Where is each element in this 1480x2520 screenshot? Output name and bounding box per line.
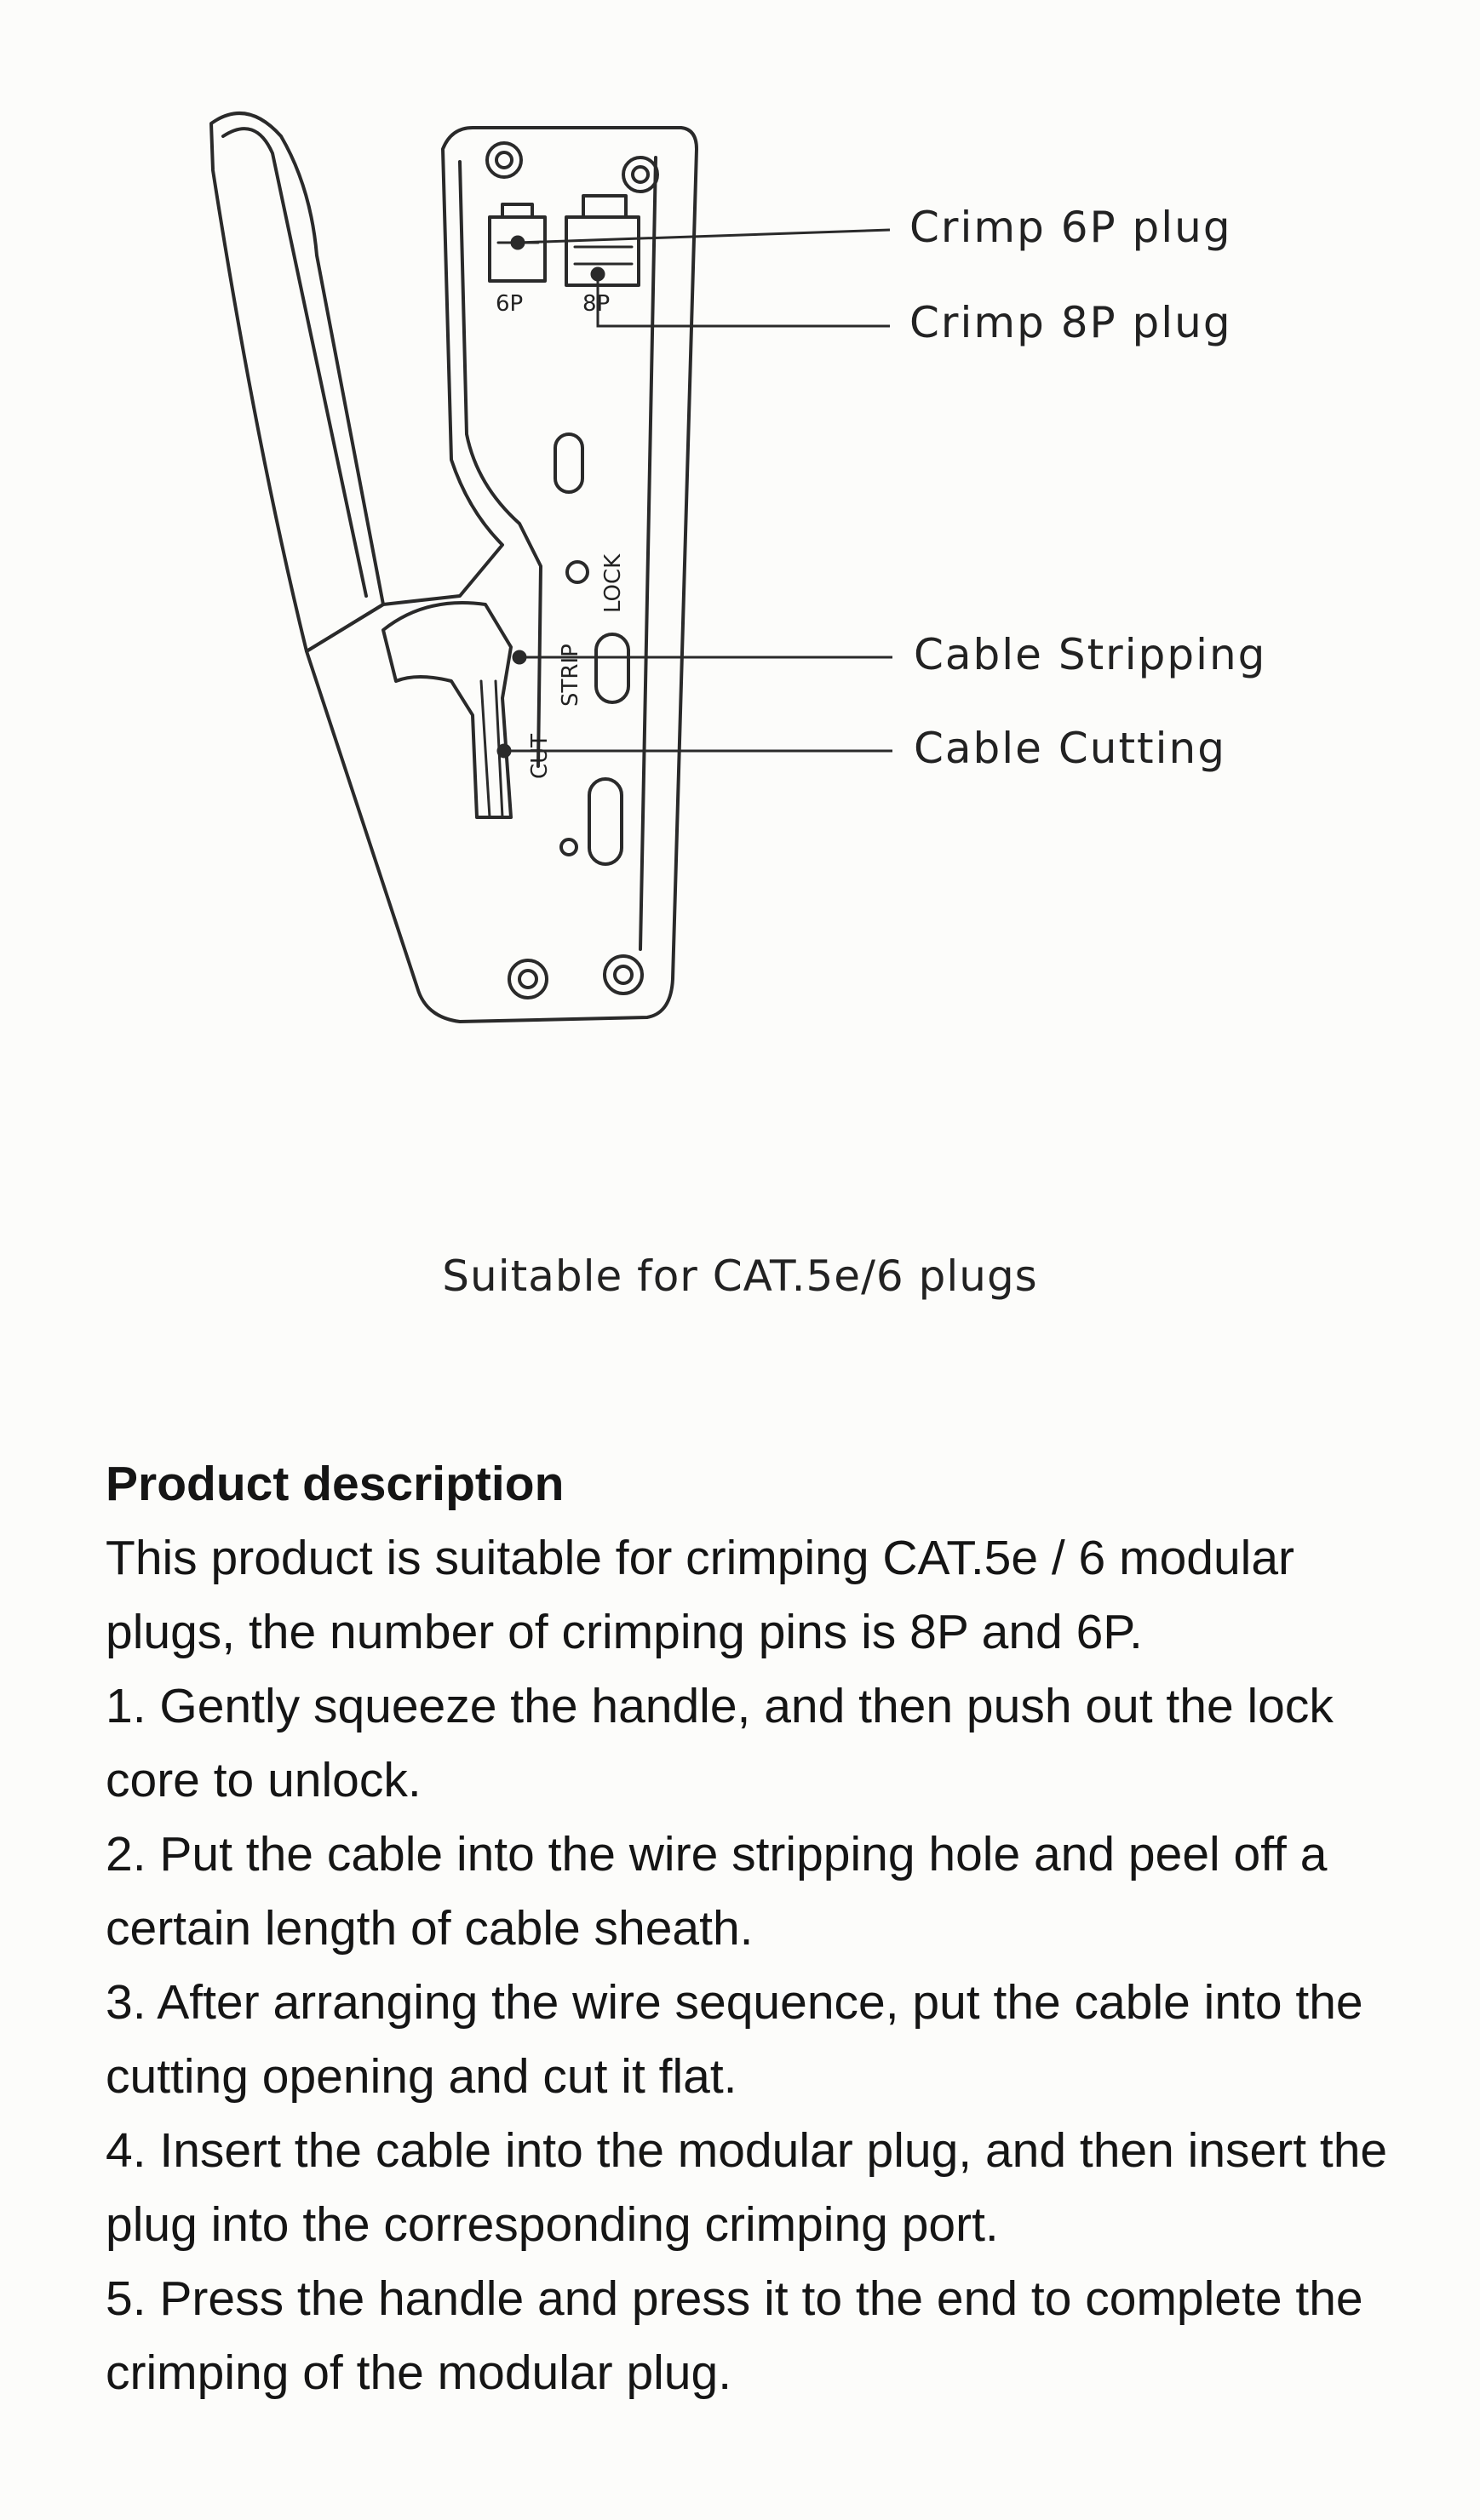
screw-top-right [622,156,659,193]
screw-bottom-left [508,959,548,999]
callout-cable-stripping: Cable Stripping [914,630,1267,679]
diagram-caption: Suitable for CAT.5e/6 plugs [442,1251,1038,1301]
callout-crimp-6p: Crimp 6P plug [909,203,1232,252]
label-lock: LOCK [600,553,626,613]
product-description: Product description This product is suit… [106,1447,1434,2410]
tool-handle [209,112,385,653]
callout-crimp-8p: Crimp 8P plug [909,298,1232,347]
crimping-tool-diagram: 6P 8P LOCK STRIP CUT [209,112,892,1023]
step-3: 3. After arranging the wire sequence, pu… [106,1975,1363,2104]
label-8p: 8P [582,291,610,317]
handle-inner-edge [221,127,368,598]
leader-crimp-6p [517,228,891,244]
head-right-edge [639,156,657,951]
description-title: Product description [106,1457,565,1511]
callout-cable-cutting: Cable Cutting [914,724,1226,773]
step-1: 1. Gently squeeze the handle, and then p… [106,1679,1334,1807]
lock-slot [554,432,584,494]
step-2: 2. Put the cable into the wire stripping… [106,1827,1328,1956]
port-8p [565,194,640,287]
label-cut: CUT [527,734,553,779]
step-5: 5. Press the handle and press it to the … [106,2271,1363,2400]
label-strip: STRIP [558,644,583,707]
bottom-slot [588,777,623,866]
label-6p: 6P [496,291,523,317]
tool-head [305,126,698,1023]
description-intro: This product is suitable for crimping CA… [106,1531,1295,1659]
screw-top-left [485,141,523,179]
leader-crimp-8p [596,274,890,328]
cutting-jaw [381,601,513,819]
lock-button [565,560,589,584]
step-4: 4. Insert the cable into the modular plu… [106,2123,1388,2252]
strip-hole [594,633,630,704]
head-inner-edge [458,160,542,768]
screw-bottom-right [603,954,644,995]
port-6p [488,203,547,283]
